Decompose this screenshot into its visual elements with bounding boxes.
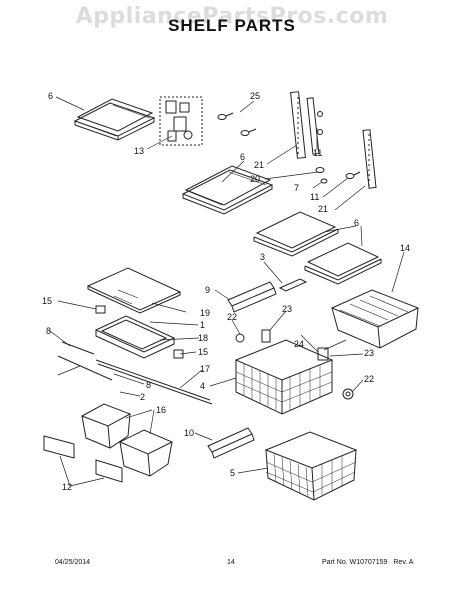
shelf-right-a bbox=[253, 211, 339, 257]
page-title: SHELF PARTS bbox=[168, 16, 296, 35]
bin-clip-b bbox=[95, 459, 123, 483]
wire-basket-upper bbox=[234, 339, 334, 415]
callout-6b: 6 bbox=[240, 152, 245, 162]
callout-10: 10 bbox=[184, 428, 194, 438]
callout-23a: 23 bbox=[282, 304, 292, 314]
callout-1: 1 bbox=[200, 320, 205, 330]
callout-19: 19 bbox=[200, 308, 210, 318]
shelf-trim bbox=[278, 278, 308, 292]
callout-8a: 8 bbox=[46, 326, 51, 336]
callout-9: 9 bbox=[205, 285, 210, 295]
callout-15b: 15 bbox=[198, 347, 208, 357]
footer-date: 04/25/2014 bbox=[55, 559, 91, 566]
glass-panel bbox=[86, 267, 182, 314]
callout-13: 13 bbox=[134, 146, 144, 156]
callout-6c: 6 bbox=[354, 218, 359, 228]
callout-22a: 22 bbox=[227, 312, 237, 322]
shelf-middle-upper bbox=[181, 165, 274, 215]
callout-21a: 21 bbox=[254, 160, 264, 170]
door-bin-b bbox=[118, 429, 174, 477]
callout-7: 7 bbox=[294, 183, 299, 193]
door-bin-a bbox=[80, 403, 132, 449]
callout-18: 18 bbox=[198, 333, 208, 343]
callout-25: 25 bbox=[250, 91, 260, 101]
callout-4: 4 bbox=[200, 381, 205, 391]
callout-11b: 11 bbox=[310, 192, 319, 202]
callout-23b: 23 bbox=[364, 348, 374, 358]
callout-3: 3 bbox=[260, 252, 265, 262]
callout-6a: 6 bbox=[48, 91, 53, 101]
callout-17: 17 bbox=[200, 364, 210, 374]
callout-5: 5 bbox=[230, 468, 235, 478]
footer-revision: Rev. A bbox=[393, 559, 414, 566]
shelf-top-left bbox=[73, 98, 156, 141]
callout-22b: 22 bbox=[364, 374, 374, 384]
callout-14: 14 bbox=[400, 243, 410, 253]
basket-handle bbox=[207, 427, 255, 459]
shelf-right-b bbox=[304, 242, 382, 285]
callout-8b: 8 bbox=[146, 380, 151, 390]
callout-15a: 15 bbox=[42, 296, 52, 306]
pan-frame bbox=[94, 315, 176, 359]
shelf-rails bbox=[290, 91, 377, 189]
fitting-left bbox=[95, 305, 106, 314]
footer-part-info: Part No. W10707159 Rev. A bbox=[322, 559, 419, 566]
crisper-drawer bbox=[330, 289, 420, 349]
bin-clip-a bbox=[43, 435, 75, 459]
screws bbox=[217, 112, 257, 136]
callout-12: 12 bbox=[62, 482, 72, 492]
watermark: AppliancePartsPros.com bbox=[75, 4, 389, 29]
shelf-accessory-kit bbox=[159, 96, 203, 146]
callout-21b: 21 bbox=[318, 204, 328, 214]
callout-20: 20 bbox=[250, 174, 260, 184]
callout-24: 24 bbox=[294, 339, 304, 349]
rods bbox=[57, 341, 213, 405]
callout-16: 16 bbox=[156, 405, 166, 415]
drawer-handle bbox=[227, 281, 277, 313]
callout-11a: 11 bbox=[313, 148, 322, 158]
callout-2: 2 bbox=[140, 392, 145, 402]
footer-page-number: 14 bbox=[227, 559, 235, 566]
wire-basket-lower bbox=[264, 431, 358, 501]
basket-clips bbox=[235, 329, 354, 400]
fitting-right bbox=[173, 349, 184, 359]
footer-part-number: Part No. W10707159 bbox=[322, 559, 388, 566]
leader-lines bbox=[49, 96, 405, 487]
callout-labels: 6 13 25 6 21 11 20 7 11 21 6 14 3 9 15 1… bbox=[42, 91, 410, 492]
